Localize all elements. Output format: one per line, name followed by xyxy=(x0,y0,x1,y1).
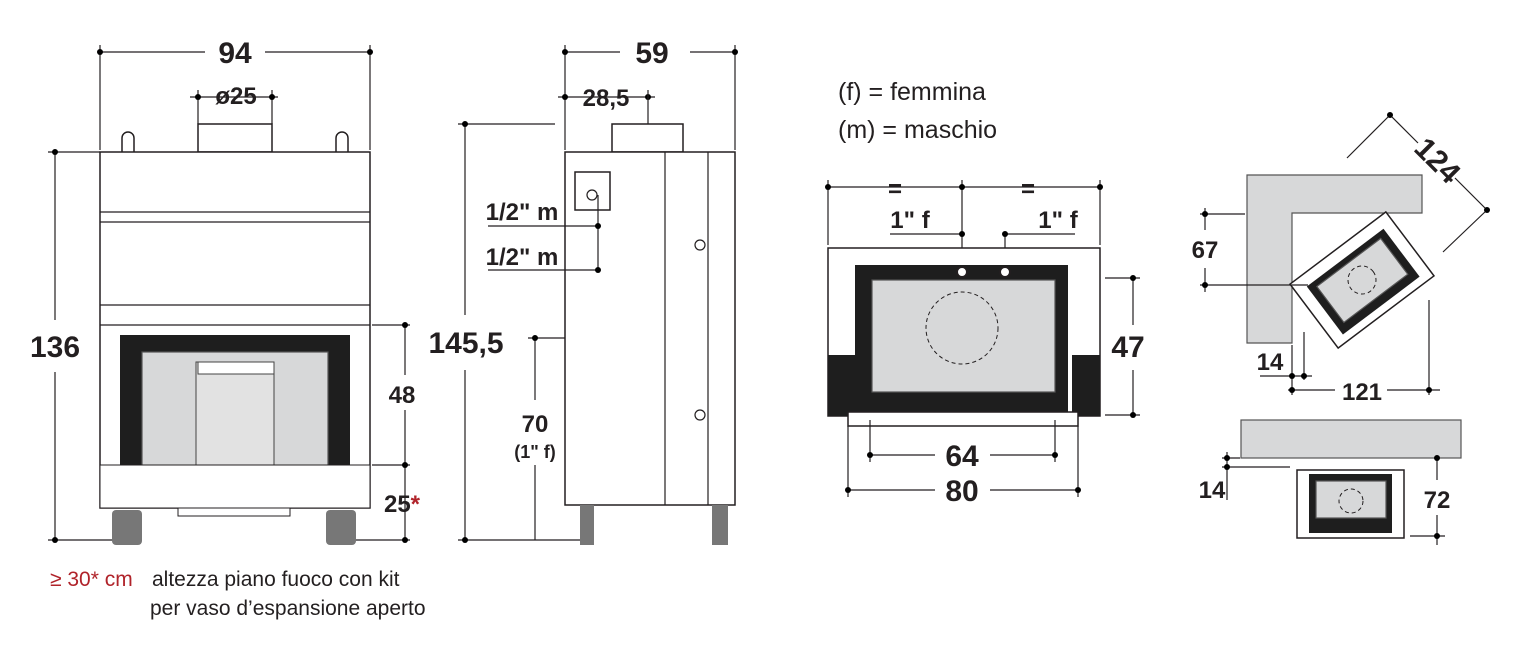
fitting-top-label: 1/2" m xyxy=(486,199,559,226)
footnote: ≥ 30* cm altezza piano fuoco con kit per… xyxy=(50,568,426,620)
footnote-line2: per vaso d’espansione aperto xyxy=(150,597,426,620)
width-dimension: 94 xyxy=(218,37,252,70)
depth-dimension: 72 xyxy=(1424,487,1451,514)
flue-diameter-dimension: ø25 xyxy=(215,83,256,110)
gap-dimension: 14 xyxy=(1257,349,1284,376)
width-dimension: 121 xyxy=(1342,379,1382,406)
wall-plan: 14 72 xyxy=(1199,419,1462,545)
offset-dimension: 67 xyxy=(1192,237,1219,264)
base-height-dimension: 25* xyxy=(384,491,421,518)
opening-height-dimension: 48 xyxy=(389,382,416,409)
fitting-bottom-label: 1/2" m xyxy=(486,244,559,271)
legend-female: (f) = femmina xyxy=(838,78,986,106)
gap-dimension: 14 xyxy=(1199,477,1226,504)
depth-dimension: 59 xyxy=(635,37,668,70)
rear-view: = = 1" f 1" f 47 64 80 xyxy=(825,176,1145,508)
outer-width-dimension: 80 xyxy=(945,475,978,508)
front-view: 94 ø25 136 48 25* xyxy=(30,37,421,545)
inner-width-dimension: 64 xyxy=(945,440,979,473)
legend-male: (m) = maschio xyxy=(838,116,997,144)
inlet-height-dimension: 70 xyxy=(522,411,549,438)
footnote-highlight: ≥ 30* cm xyxy=(50,568,133,591)
equal-right: = xyxy=(1021,176,1035,203)
corner-plan: 124 67 14 121 xyxy=(1192,112,1490,406)
flue-offset-dimension: 28,5 xyxy=(583,85,630,112)
height-dimension: 47 xyxy=(1111,331,1144,364)
equal-left: = xyxy=(888,176,902,203)
side-view: 59 28,5 145,5 1/2" m 1/2" m 70 (1" f) xyxy=(428,37,738,545)
inlet-fitting-label: (1" f) xyxy=(514,442,556,462)
total-height-dimension: 145,5 xyxy=(428,327,503,360)
fitting-left-label: 1" f xyxy=(890,207,930,234)
fitting-right-label: 1" f xyxy=(1038,207,1078,234)
footnote-line1: altezza piano fuoco con kit xyxy=(152,568,400,591)
height-dimension: 136 xyxy=(30,331,80,364)
